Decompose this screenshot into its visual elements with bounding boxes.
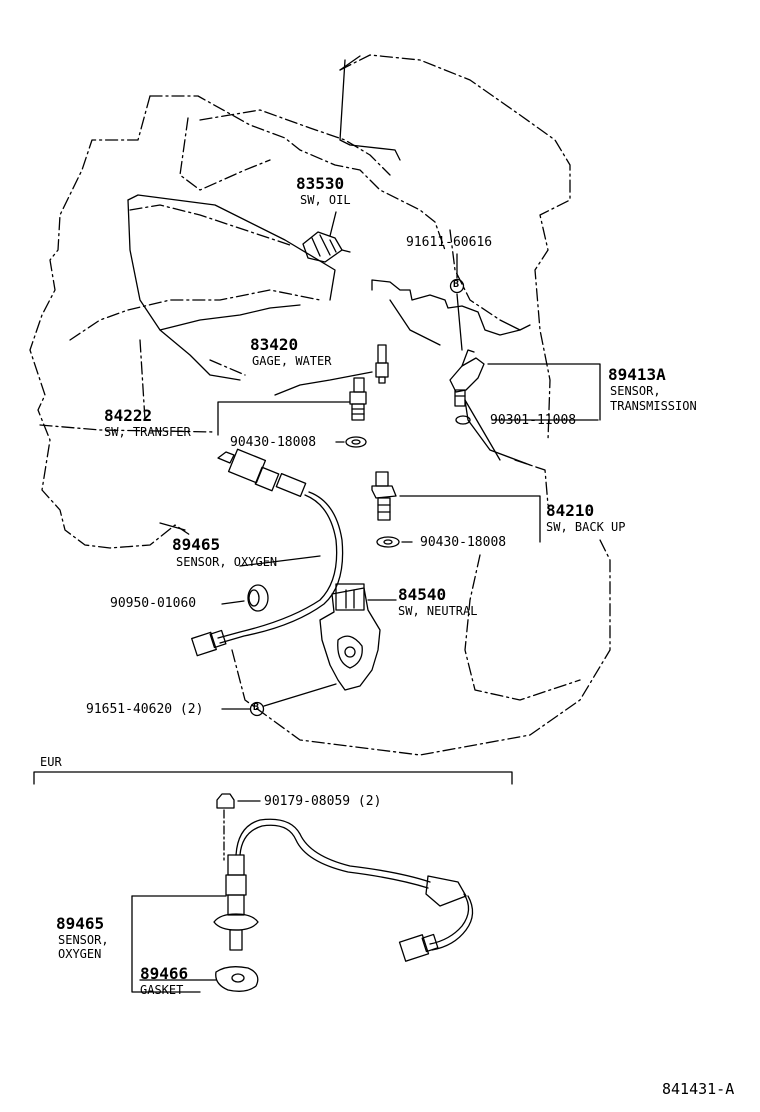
eur-bracket-left: [131, 895, 201, 993]
part-desc-89465-eur-line2: OXYGEN: [58, 947, 102, 961]
bolt-mark-letter-top: B: [453, 279, 460, 290]
gasket-89466: [215, 966, 259, 992]
engine-outline: [29, 54, 611, 756]
backup-switch-part: [371, 471, 397, 521]
transfer-switch-part: [349, 377, 367, 421]
neutral-switch-part: [319, 583, 381, 691]
diagram-id: 841431-A: [662, 1080, 735, 1098]
part-number-90950: 90950-01060: [110, 596, 197, 611]
part-number-91611: 91611-60616: [406, 235, 493, 250]
oxygen-sensor-eur-part: [213, 809, 474, 962]
part-number-89466: 89466: [140, 964, 189, 983]
part-number-89413a: 89413A: [608, 365, 666, 384]
part-desc-84222: SW, TRANSFER: [104, 425, 191, 439]
part-number-84210: 84210: [546, 501, 595, 520]
part-desc-83420: GAGE, WATER: [252, 354, 332, 368]
washer-90430-a: [345, 436, 367, 448]
part-desc-84210: SW, BACK UP: [546, 520, 626, 534]
bolt-mark-91611: [449, 278, 465, 294]
section-label-eur: EUR: [40, 755, 62, 769]
eur-bracket: [33, 771, 513, 785]
part-number-89465: 89465: [172, 535, 221, 554]
transmission-sensor-part: [449, 349, 485, 407]
grommet-90950: [247, 584, 269, 612]
bolt-mark-letter-bottom: B: [253, 702, 260, 713]
part-number-83530: 83530: [296, 174, 345, 193]
part-number-90301: 90301-11008: [490, 413, 577, 428]
part-desc-89413a-line2: TRANSMISSION: [610, 399, 697, 413]
part-desc-89466: GASKET: [140, 983, 184, 997]
engine-solid-lines: [127, 55, 531, 466]
part-desc-84540: SW, NEUTRAL: [398, 604, 478, 618]
part-desc-89465: SENSOR, OXYGEN: [176, 555, 278, 569]
part-number-90430-top: 90430-18008: [230, 435, 317, 450]
part-number-84222: 84222: [104, 406, 153, 425]
part-number-84540: 84540: [398, 585, 447, 604]
part-number-90430-bottom: 90430-18008: [420, 535, 507, 550]
cap-90179: [216, 793, 235, 809]
oxygen-sensor-top-part: [191, 448, 344, 657]
oil-switch-part: [302, 231, 351, 263]
part-number-90179: 90179-08059 (2): [264, 794, 382, 809]
part-number-89465-eur: 89465: [56, 914, 105, 933]
part-desc-89465-eur-line1: SENSOR,: [58, 933, 109, 947]
part-number-91651: 91651-40620 (2): [86, 702, 204, 717]
part-desc-83530: SW, OIL: [300, 193, 351, 207]
part-desc-89413a-line1: SENSOR,: [610, 384, 661, 398]
washer-90430-b: [376, 536, 400, 548]
part-number-83420: 83420: [250, 335, 299, 354]
water-gage-part: [375, 344, 389, 384]
